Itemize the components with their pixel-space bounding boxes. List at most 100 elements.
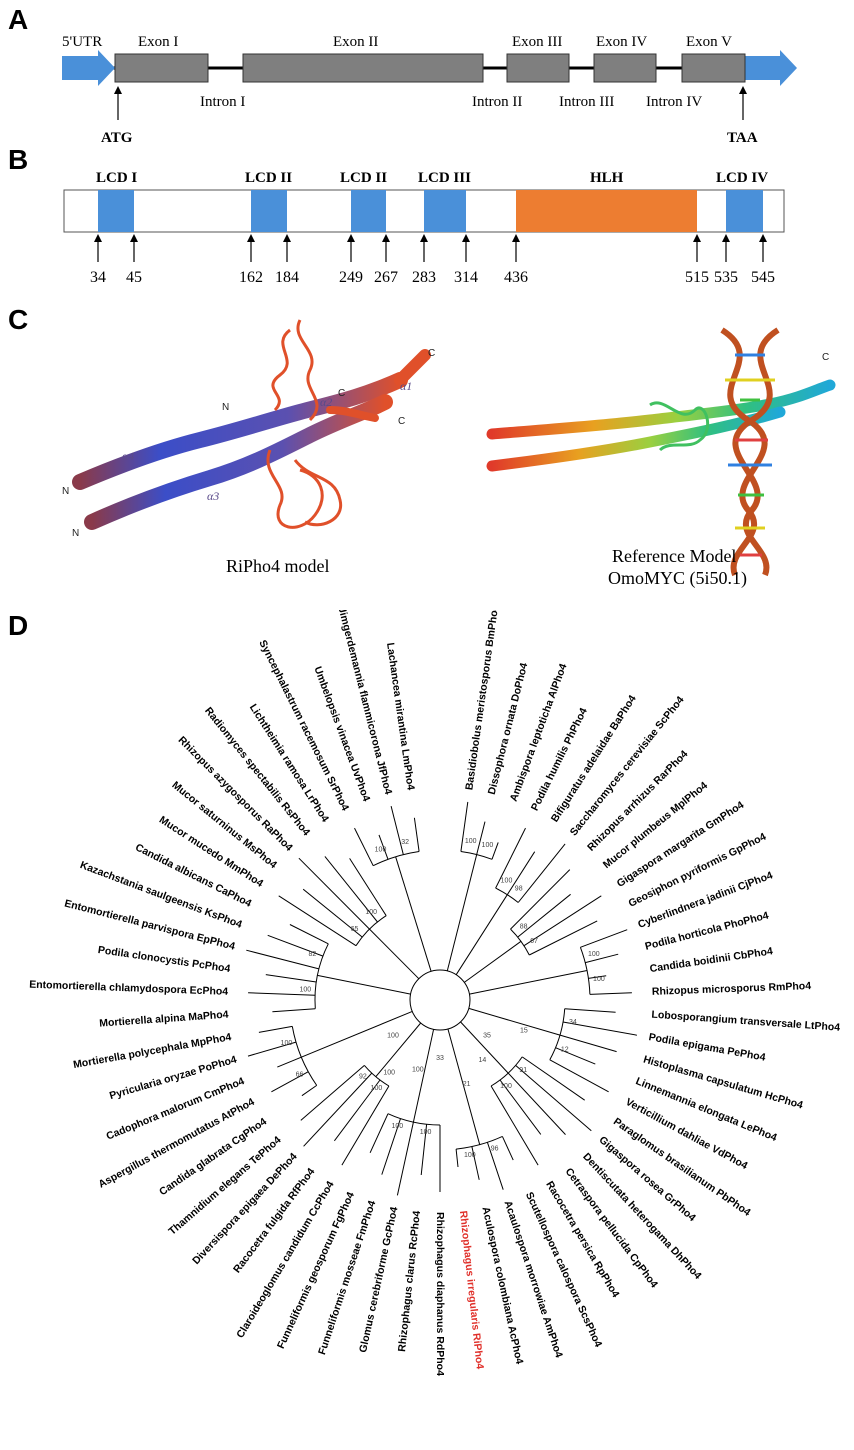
tree-bootstrap-values: 1001001009888671001003412911009610010010… — [281, 838, 605, 1159]
position-label: 314 — [454, 269, 478, 286]
bootstrap-value: 96 — [491, 1145, 499, 1152]
exon-3-label: Exon III — [512, 34, 562, 50]
taxon-label: Rhizopus microsporus RmPho4 — [652, 980, 812, 998]
tree-leaf-branch — [471, 1146, 480, 1180]
omomyc-model-graphic: C — [486, 327, 836, 577]
position-label: 535 — [714, 269, 738, 286]
bootstrap-value: 100 — [387, 1032, 399, 1039]
tree-leaf-branch — [300, 1065, 365, 1121]
tree-leaf-branch — [562, 1021, 637, 1036]
panel-b-protein-domains: B LCD I LCD II LCD II LCD III HLH LCD IV… — [0, 140, 854, 300]
position-arrow-head — [247, 234, 255, 242]
tree-leaf-branch — [413, 817, 420, 852]
position-label: 436 — [504, 269, 528, 286]
tree-leaf-branch — [501, 1136, 514, 1161]
utr5-label: 5'UTR — [62, 34, 102, 50]
structure-models-svg: C C C N N N α1 α2 α3 α4 C — [62, 319, 836, 589]
panel-c-structure-models: C C — [0, 300, 854, 610]
domain-hlh — [516, 190, 697, 232]
omomyc-helix-2 — [486, 406, 786, 472]
ripho4-a2-label: α2 — [320, 395, 332, 409]
domain-label-lcd-3: LCD III — [418, 170, 471, 186]
position-arrow-head — [420, 234, 428, 242]
bootstrap-value: 100 — [412, 1067, 424, 1074]
intron-2-label: Intron II — [472, 94, 522, 110]
position-arrow-head — [512, 234, 520, 242]
ripho4-loop-top — [296, 319, 319, 422]
domain-label-lcd-2b: LCD II — [340, 170, 387, 186]
tree-clade-stem — [317, 974, 411, 995]
ripho4-n-left1-label: N — [62, 486, 69, 497]
tree-leaf-branch — [499, 1079, 542, 1135]
tree-leaf-branch — [529, 920, 598, 956]
bootstrap-value: 32 — [401, 839, 409, 846]
bootstrap-value: 100 — [593, 976, 605, 983]
bootstrap-value: 100 — [375, 847, 387, 854]
taxon-label: Entomortierella chlamydospora EcPho4 — [29, 979, 228, 998]
bootstrap-value: 100 — [420, 1129, 432, 1136]
bootstrap-value: 34 — [569, 1019, 577, 1026]
tree-clade-stem — [447, 1028, 481, 1145]
tree-leaf-branch — [354, 827, 374, 866]
intron-4-label: Intron IV — [646, 94, 702, 110]
position-arrow-head — [759, 234, 767, 242]
tree-clade-stem — [469, 970, 588, 995]
taa-label: TAA — [727, 130, 758, 146]
tree-clade-stem — [460, 1021, 509, 1074]
gene-structure-svg: 5'UTR Exon I Exon II Exon III Exon IV Ex… — [62, 34, 797, 146]
tree-leaf-branch — [324, 856, 378, 923]
tree-leaf-branch — [506, 851, 536, 895]
taxon-label: Rhizophagus clarus RcPho4 — [396, 1210, 423, 1352]
taxon-label: Podila clonocystis PcPho4 — [97, 944, 231, 975]
panel-letter-d: D — [8, 610, 29, 641]
bootstrap-value: 12 — [561, 1047, 569, 1054]
tree-leaf-branch — [272, 1008, 316, 1013]
ripho4-a1-label: α1 — [400, 379, 412, 393]
tree-clade-stem — [464, 940, 522, 983]
tree-leaf-branch — [277, 1056, 302, 1068]
tree-leaf-branch — [258, 1025, 293, 1033]
tree-leaf-branch — [333, 1079, 381, 1142]
tree-leaf-branch — [390, 805, 404, 855]
position-label: 249 — [339, 269, 363, 286]
tree-leaf-branch — [580, 929, 628, 948]
exon-4-label: Exon IV — [596, 34, 647, 50]
tree-clade-stem — [412, 1029, 435, 1123]
tree-leaf-branch — [549, 1059, 609, 1093]
tree-branches — [246, 801, 637, 1196]
exon-1-label: Exon I — [138, 34, 178, 50]
taxon-label: Candida albicans CaPho4 — [133, 841, 253, 909]
bootstrap-value: 100 — [383, 1069, 395, 1076]
ripho4-loop-top2 — [271, 328, 291, 412]
ripho4-helix-a3 — [84, 394, 393, 530]
dna-strand-1 — [720, 327, 768, 577]
tree-leaf-branch — [396, 1121, 414, 1196]
utr3-arrow — [745, 50, 797, 86]
domain-lcd-3 — [424, 190, 466, 232]
utr5-arrow — [62, 50, 115, 86]
bootstrap-value: 98 — [515, 885, 523, 892]
tree-leaf-branch — [589, 992, 632, 995]
tree-leaf-branch — [289, 924, 329, 945]
tree-leaf-branch — [507, 1072, 566, 1135]
bootstrap-value: 92 — [359, 1073, 367, 1080]
tree-leaf-branch — [515, 1065, 592, 1132]
bootstrap-value: 100 — [500, 1083, 512, 1090]
tree-leaf-branch — [278, 895, 357, 947]
tree-clade-arc — [387, 1113, 441, 1126]
tree-leaf-branch — [349, 858, 387, 916]
atg-arrow-head — [114, 86, 122, 94]
ripho4-caption: RiPho4 model — [226, 556, 330, 576]
position-arrow-head — [693, 234, 701, 242]
domain-label-lcd-2a: LCD II — [245, 170, 292, 186]
position-label: 184 — [275, 269, 299, 286]
position-arrow-head — [347, 234, 355, 242]
tree-clade-stem — [455, 894, 508, 975]
panel-letter-b: B — [8, 144, 29, 175]
tree-leaf-branch — [302, 888, 363, 938]
tree-leaf-branch — [369, 1113, 389, 1154]
tree-leaf-branch — [585, 953, 619, 964]
taxon-label: Jimgerdemannia flammicorona JfPho4 — [336, 610, 395, 796]
tree-leaf-branch — [555, 1047, 596, 1065]
bootstrap-value: 100 — [365, 909, 377, 916]
